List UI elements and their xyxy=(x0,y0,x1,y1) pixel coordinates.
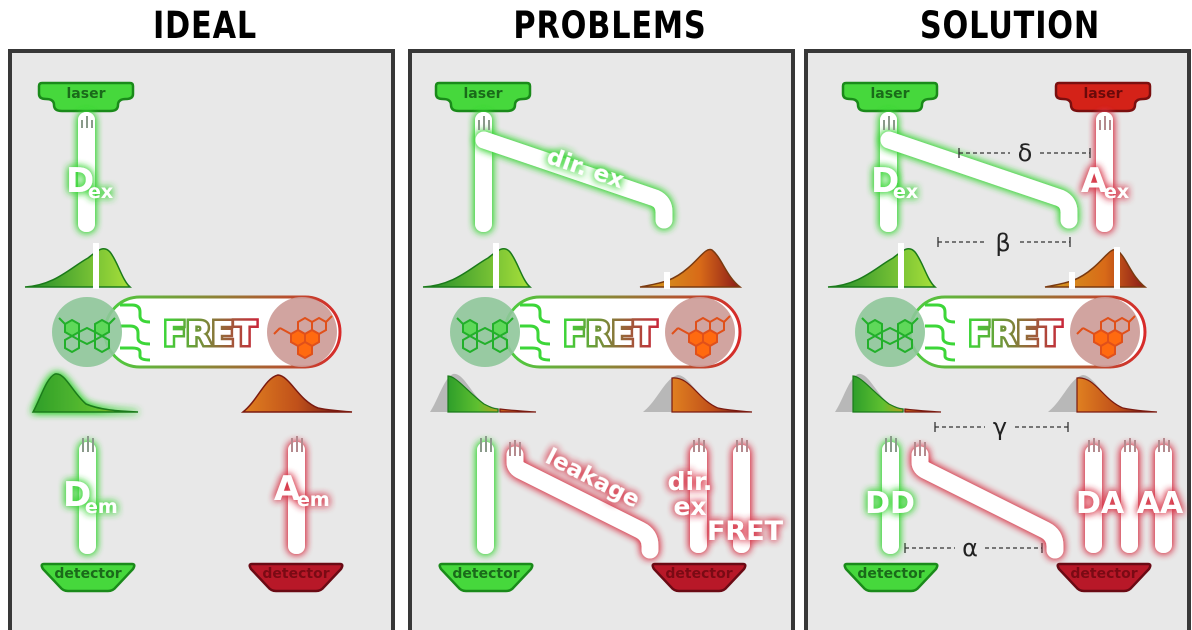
svg-text:detector: detector xyxy=(54,566,121,582)
laser-green-solution: laser xyxy=(841,81,939,113)
detector-green-problems: detector xyxy=(438,562,534,593)
svg-text:laser: laser xyxy=(871,86,910,102)
detector-green-solution: detector xyxy=(843,562,939,593)
donor-detection-beam xyxy=(79,442,96,554)
svg-text:laser: laser xyxy=(1084,86,1123,102)
svg-text:ex: ex xyxy=(1104,181,1129,203)
svg-text:FRET: FRET xyxy=(707,516,784,547)
heading-solution: SOLUTION xyxy=(919,4,1101,47)
svg-text:ex: ex xyxy=(673,492,706,521)
donor-absorption-spectrum xyxy=(24,247,132,288)
svg-text:detector: detector xyxy=(452,566,519,582)
svg-text:FRET: FRET xyxy=(163,314,256,353)
laser-green-ideal: laser xyxy=(37,81,135,113)
svg-text:FRET: FRET xyxy=(968,314,1061,353)
svg-text:laser: laser xyxy=(67,86,106,102)
svg-text:detector: detector xyxy=(1070,566,1137,582)
svg-text:laser: laser xyxy=(464,86,503,102)
label-dir-ex-fret: dir. ex FRET xyxy=(668,467,784,547)
acceptor-emission-spectrum xyxy=(240,374,353,413)
laser-green-problems: laser xyxy=(434,81,532,113)
excitation-beam xyxy=(78,112,95,232)
svg-text:A: A xyxy=(274,469,301,509)
factor-beta: β xyxy=(995,229,1010,257)
factor-gamma: γ xyxy=(993,413,1007,441)
panel-solution: laser laser D ex A ex xyxy=(804,49,1191,630)
panel-ideal: laser D ex FRET xyxy=(8,49,395,630)
donor-absorption-spectrum-problems xyxy=(422,247,532,288)
factor-alpha: α xyxy=(962,534,978,562)
label-d-ex-solution: D ex xyxy=(871,161,918,203)
label-d-em-ideal: D em xyxy=(63,475,118,518)
laser-red-solution: laser xyxy=(1054,81,1152,113)
acceptor-dye-ideal xyxy=(266,296,338,368)
svg-text:dir.: dir. xyxy=(668,467,713,496)
detector-red-ideal: detector xyxy=(248,562,344,593)
svg-text:em: em xyxy=(85,496,118,518)
label-a-ex-solution: A ex xyxy=(1081,161,1129,203)
svg-text:D: D xyxy=(66,161,94,201)
label-da: DA xyxy=(1076,486,1125,521)
panel-problems: laser dir. ex FRET leakage xyxy=(408,49,795,630)
svg-text:ex: ex xyxy=(893,181,918,203)
svg-text:A: A xyxy=(1081,161,1108,201)
svg-text:detector: detector xyxy=(262,566,329,582)
heading-problems: PROBLEMS xyxy=(513,4,707,47)
svg-text:detector: detector xyxy=(857,566,924,582)
label-a-em-ideal: A em xyxy=(274,469,330,511)
direct-excitation-beam xyxy=(475,131,673,229)
heading-ideal: IDEAL xyxy=(152,4,258,47)
label-d-ex-ideal: D ex xyxy=(66,161,113,203)
label-dd: DD xyxy=(865,486,915,521)
detector-red-solution: detector xyxy=(1056,562,1152,593)
svg-text:D: D xyxy=(871,161,899,201)
leakage-beam xyxy=(506,446,659,559)
donor-emission-spectrum xyxy=(31,373,139,413)
detector-green-ideal: detector xyxy=(40,562,136,593)
svg-text:ex: ex xyxy=(88,181,113,203)
detector-red-problems: detector xyxy=(651,562,747,593)
svg-text:em: em xyxy=(297,489,330,511)
donor-dye-ideal xyxy=(51,296,123,368)
acceptor-detection-beam xyxy=(288,442,305,554)
factor-delta: δ xyxy=(1018,139,1033,167)
label-aa: AA xyxy=(1137,486,1184,521)
svg-text:FRET: FRET xyxy=(563,314,656,353)
svg-text:D: D xyxy=(63,475,91,515)
svg-text:detector: detector xyxy=(665,566,732,582)
